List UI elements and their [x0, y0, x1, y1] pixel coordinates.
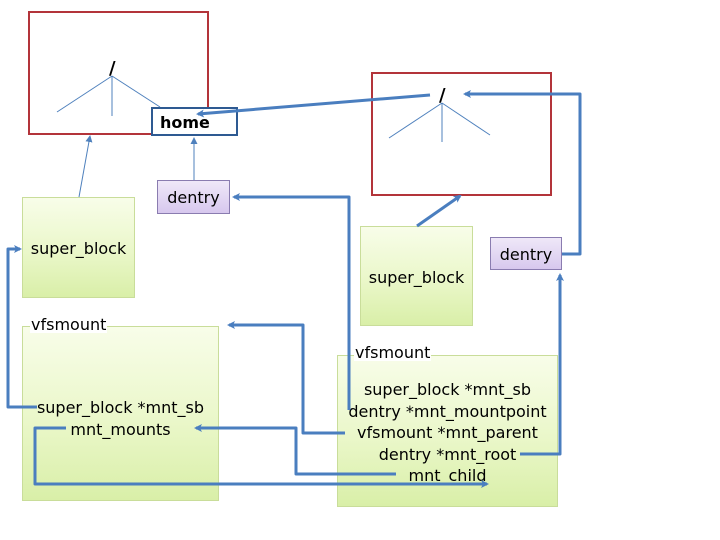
right-field-mnt-root: dentry *mnt_root	[378, 444, 517, 464]
right-vfsmount-box: super_block *mnt_sb dentry *mnt_mountpoi…	[337, 355, 558, 507]
left-super-block-label: super_block	[30, 239, 127, 258]
right-field-mnt-parent: vfsmount *mnt_parent	[357, 423, 538, 442]
left-dentry-box: dentry	[157, 180, 230, 214]
left-super-block-box: super_block	[22, 197, 135, 298]
right-super-block-label: super_block	[368, 268, 465, 287]
left-filesystem-frame	[28, 11, 209, 135]
left-vfsmount-box: super_block *mnt_sb mnt_mounts	[22, 326, 219, 501]
right-field-mnt-mountpoint: dentry *mnt_mountpoint	[348, 401, 547, 421]
right-field-mnt-child: mnt_child	[408, 466, 487, 485]
left-sb-to-root-arrow	[78, 135, 93, 198]
home-label: home	[160, 113, 210, 132]
right-super-block-box: super_block	[360, 226, 473, 326]
right-vfsmount-title: vfsmount	[354, 343, 432, 362]
home-dentry-box: home	[151, 107, 238, 136]
right-dentry-label: dentry	[499, 245, 553, 264]
mnt-parent-arrow	[227, 321, 345, 435]
left-vfsmount-fields: super_block *mnt_sb mnt_mounts	[23, 397, 218, 440]
right-vfsmount-fields: super_block *mnt_sb dentry *mnt_mountpoi…	[338, 379, 557, 487]
mnt-mountpoint-arrow	[232, 193, 351, 410]
left-field-mnt-sb: super_block *mnt_sb	[36, 398, 205, 417]
right-sb-to-root-arrow	[416, 194, 462, 228]
left-dentry-label: dentry	[167, 188, 220, 207]
left-vfsmount-title: vfsmount	[30, 315, 108, 334]
left-field-mnt-mounts: mnt_mounts	[70, 419, 171, 439]
right-field-mnt-sb: super_block *mnt_sb	[363, 380, 532, 399]
right-dentry-box: dentry	[490, 237, 562, 270]
right-filesystem-frame	[371, 72, 552, 196]
